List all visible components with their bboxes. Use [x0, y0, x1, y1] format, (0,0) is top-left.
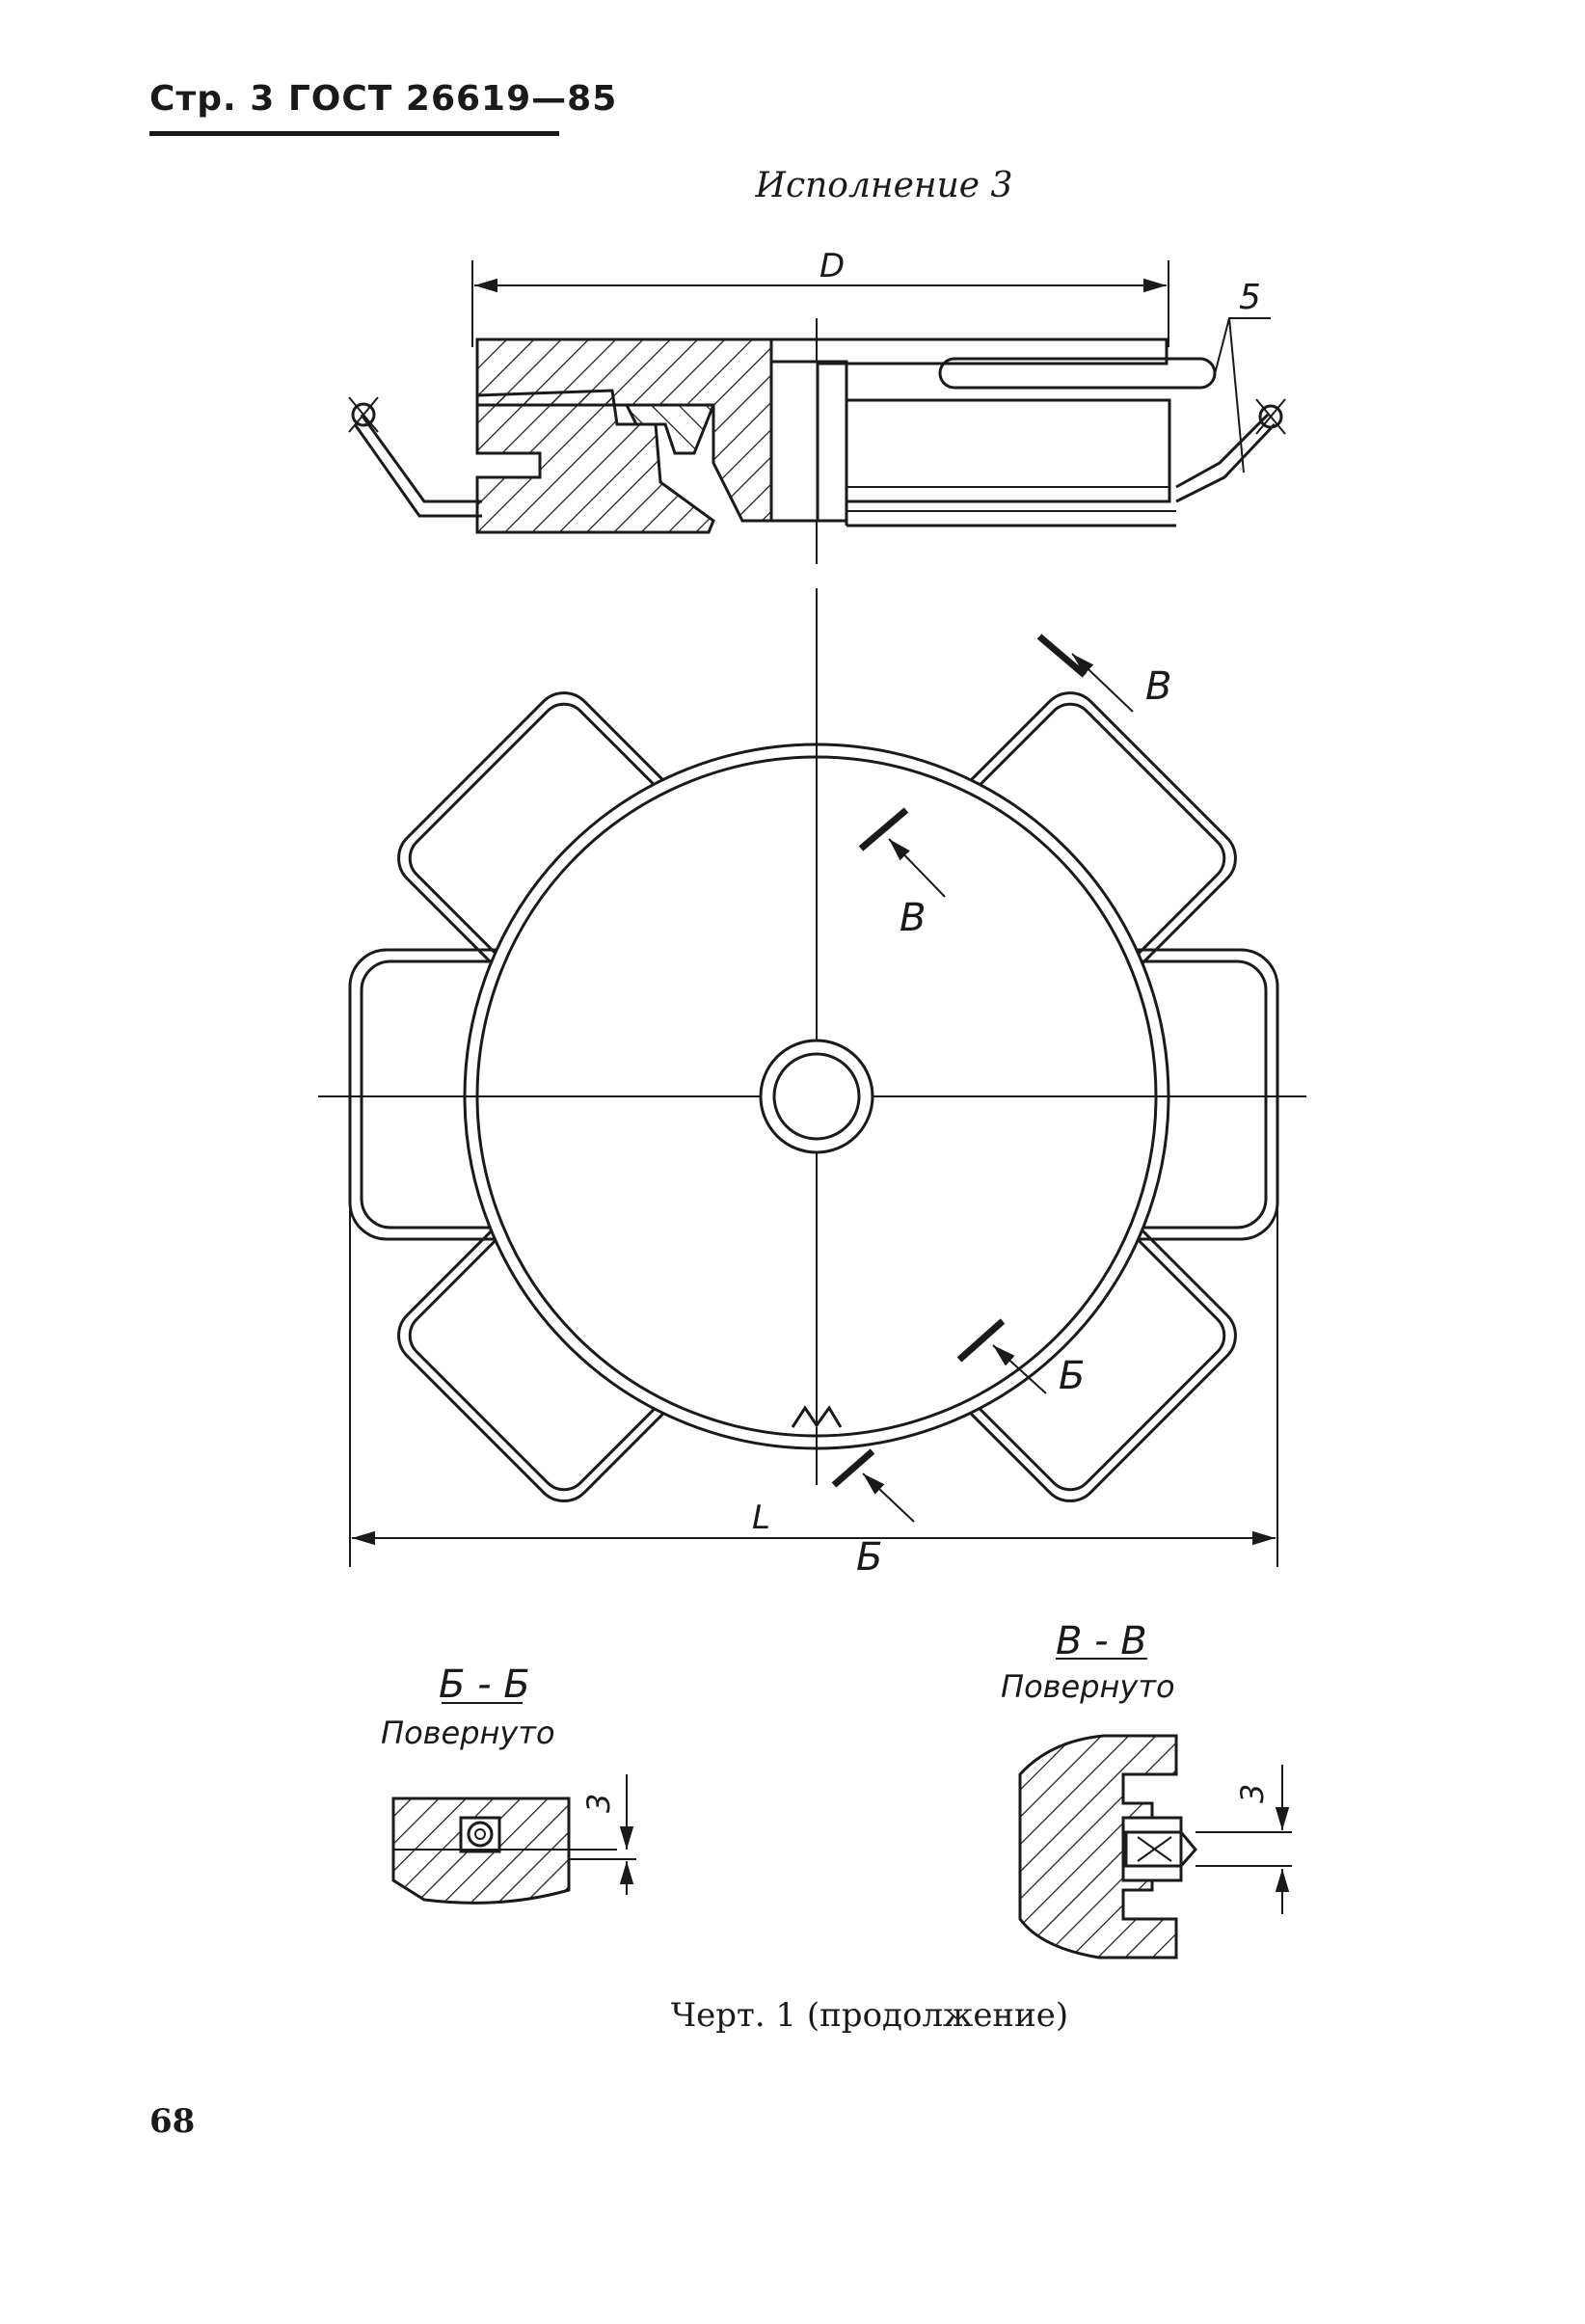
section-v-title: В - В — [1056, 1619, 1147, 1663]
dim-l-label: L — [752, 1499, 770, 1537]
section-b-bottom-label: Б — [856, 1535, 882, 1580]
section-b-detail — [391, 1702, 636, 1905]
figure-caption: Черт. 1 (продолжение) — [670, 1996, 1069, 2035]
page-number: 68 — [149, 2102, 196, 2141]
section-v-detail — [1018, 1658, 1292, 1959]
section-v-subtitle: Повернуто — [1001, 1668, 1175, 1705]
dim-d-label: D — [819, 247, 845, 285]
header-rule — [149, 131, 559, 136]
dim-3-right-label: 3 — [1234, 1784, 1271, 1803]
section-b-subtitle: Повернуто — [381, 1715, 555, 1751]
side-view — [348, 260, 1286, 564]
page-header: Стр. 3 ГОСТ 26619—85 — [149, 79, 618, 119]
variant-title: Исполнение 3 — [755, 166, 1013, 205]
callout-5-label: 5 — [1239, 278, 1261, 317]
section-b-right-label: Б — [1059, 1354, 1085, 1398]
section-b-title: Б - Б — [439, 1662, 530, 1707]
section-v-inner-label: В — [900, 896, 926, 940]
section-v-top-label: В — [1145, 664, 1171, 709]
plan-view — [318, 588, 1306, 1567]
dim-3-left-label: 3 — [580, 1794, 617, 1813]
